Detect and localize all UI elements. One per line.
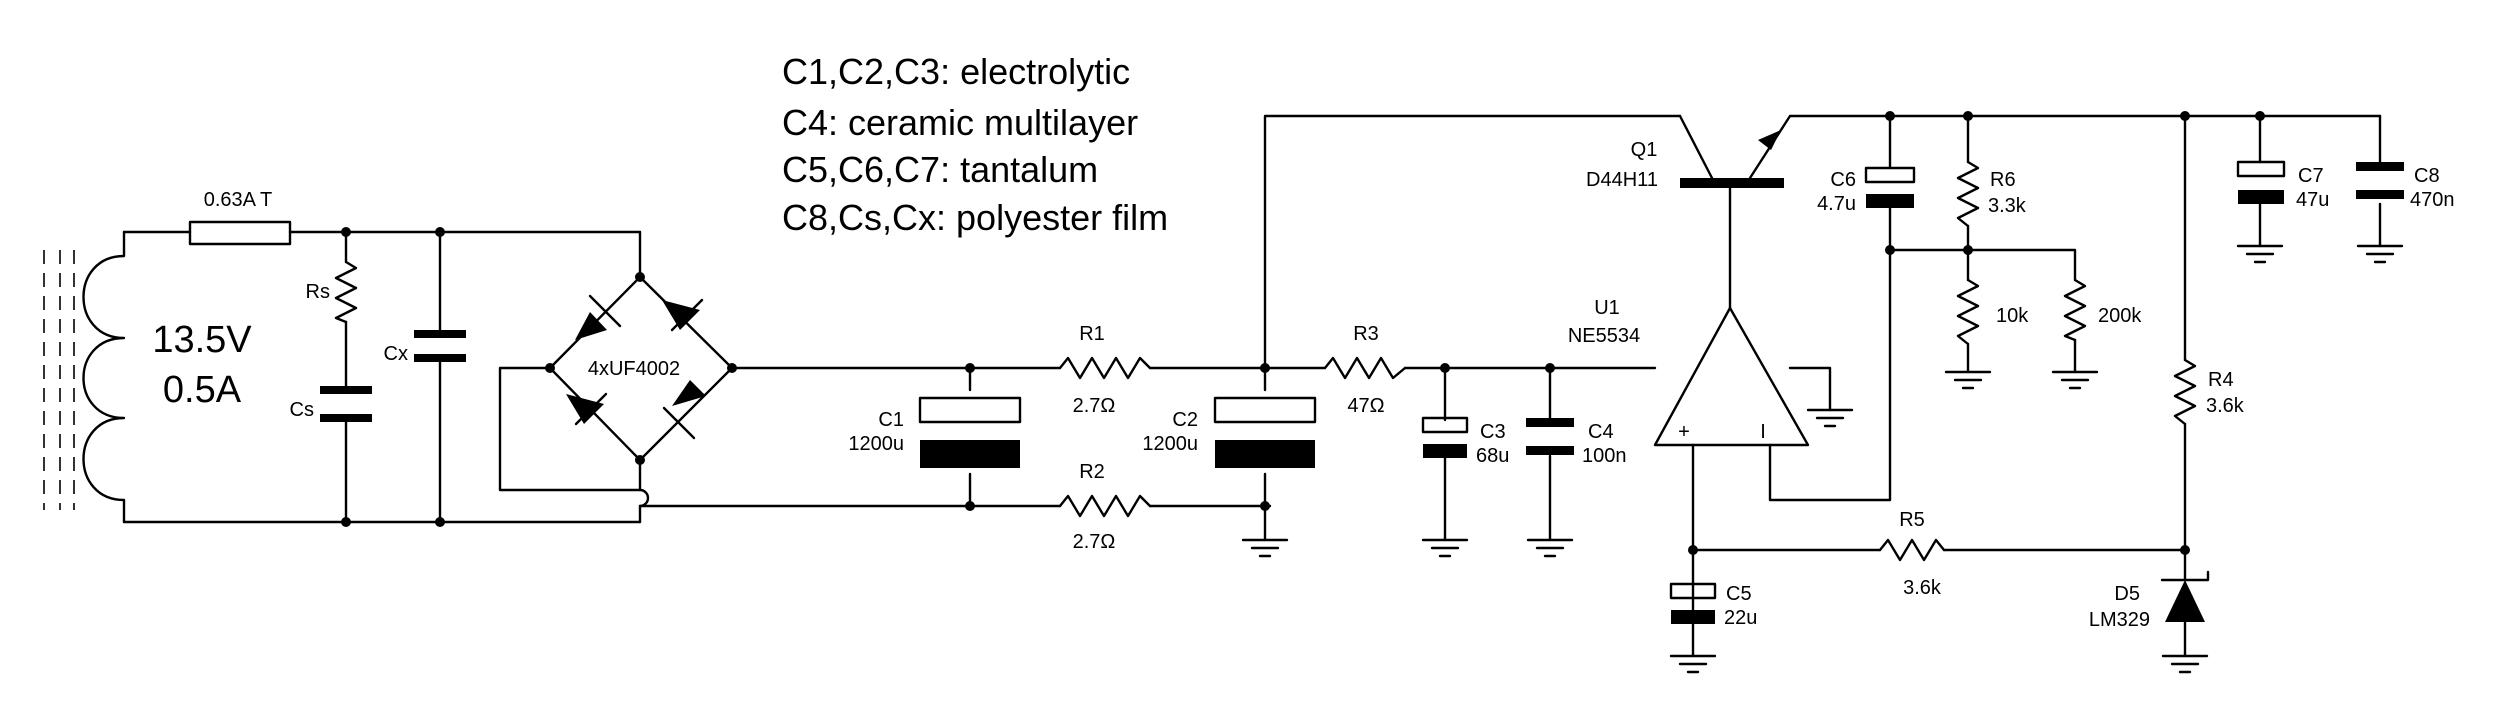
r-10k-value: 10k: [1996, 305, 2029, 327]
c4-value: 100n: [1582, 445, 1627, 467]
rs-label: Rs: [306, 281, 330, 303]
u1-plus-label: +: [1678, 421, 1690, 443]
ground-c7: [2236, 244, 2284, 264]
ground-symbols: [1241, 244, 2404, 674]
ground-d5: [2161, 654, 2209, 674]
q1-name: Q1: [1631, 139, 1658, 161]
r1-name: R1: [1079, 323, 1105, 345]
ground-opamp: [1806, 408, 1854, 428]
capacitor-cx: Cx: [384, 330, 466, 365]
r5-name: R5: [1899, 509, 1925, 531]
fuse-label: 0.63A T: [204, 189, 273, 211]
c4-name: C4: [1588, 421, 1614, 443]
r6-value: 3.3k: [1988, 195, 2027, 217]
c6-value: 4.7u: [1817, 193, 1856, 215]
note-line-1: C1,C2,C3: electrolytic: [782, 51, 1130, 92]
ground-c8: [2356, 244, 2404, 264]
r2-value: 2.7Ω: [1073, 531, 1116, 553]
transistor-q1: Q1 D44H11: [1586, 114, 1892, 310]
resistor-r4: R4 3.6k: [2173, 358, 2245, 426]
ground-c3: [1421, 538, 1469, 558]
capacitor-c4: C4 100n: [1526, 418, 1627, 467]
note-line-3: C5,C6,C7: tantalum: [782, 149, 1098, 190]
opamp-u1: + I U1 NE5534: [1568, 248, 1892, 612]
c6-name: C6: [1830, 169, 1856, 191]
bridge-diode-d4: [662, 380, 706, 440]
c5-name: C5: [1726, 583, 1752, 605]
capacitor-c5: C5 22u: [1669, 582, 1757, 658]
bridge-diode-d3: [566, 392, 608, 426]
bridge-rectifier: 4xUF4002: [498, 230, 972, 524]
capacitor-c6: C6 4.7u: [1817, 166, 1916, 215]
r3-name: R3: [1353, 323, 1379, 345]
capacitor-c7: C7 47u: [2236, 160, 2329, 211]
c7-value: 47u: [2296, 189, 2329, 211]
c1-value: 1200u: [848, 433, 904, 455]
transformer: 13.5V 0.5A: [43, 230, 252, 524]
c1-name: C1: [878, 409, 904, 431]
ground-c5: [1669, 654, 1717, 674]
capacitor-c2: C2 1200u: [1142, 396, 1317, 468]
transformer-secondary-coil: [82, 230, 126, 524]
r6-name: R6: [1990, 169, 2016, 191]
r4-name: R4: [2208, 369, 2234, 391]
resistor-200k: 200k: [2063, 278, 2142, 342]
cx-label: Cx: [384, 343, 408, 365]
q1-value: D44H11: [1586, 169, 1658, 191]
resistor-r6: R6 3.3k: [1956, 160, 2027, 228]
resistor-10k: 10k: [1956, 278, 2029, 346]
c3-name: C3: [1480, 421, 1506, 443]
bridge-diode-d2: [662, 298, 704, 332]
u1-value: NE5534: [1568, 325, 1640, 347]
capacitor-cs: Cs: [290, 386, 372, 422]
resistor-r2: R2 2.7Ω: [1058, 461, 1152, 553]
u1-name: U1: [1594, 297, 1620, 319]
resistor-rs: Rs: [306, 260, 358, 324]
c2-name: C2: [1172, 409, 1198, 431]
c2-value: 1200u: [1142, 433, 1198, 455]
r4-value: 3.6k: [2206, 395, 2245, 417]
r2-name: R2: [1079, 461, 1105, 483]
junction-dots: [341, 111, 2265, 555]
resistor-r5: R5 3.6k: [1878, 509, 1946, 599]
u1-minus-label: I: [1760, 421, 1766, 443]
fuse: 0.63A T: [188, 189, 292, 246]
c7-name: C7: [2298, 165, 2324, 187]
capacitor-c1: C1 1200u: [848, 396, 1022, 468]
bridge-label: 4xUF4002: [588, 358, 680, 380]
d5-value: LM329: [2089, 609, 2150, 631]
d5-name: D5: [2114, 583, 2140, 605]
c8-value: 470n: [2410, 189, 2455, 211]
ground-200k: [2051, 370, 2099, 390]
capacitor-c3: C3 68u: [1421, 416, 1509, 467]
capacitor-c8: C8 470n: [2356, 162, 2455, 211]
transformer-core: [43, 250, 75, 510]
cs-label: Cs: [290, 399, 314, 421]
note-line-4: C8,Cs,Cx: polyester film: [782, 197, 1168, 238]
notes-block: C1,C2,C3: electrolytic C4: ceramic multi…: [782, 51, 1168, 238]
r5-value: 3.6k: [1903, 577, 1942, 599]
c8-name: C8: [2414, 165, 2440, 187]
resistor-r1: R1 2.7Ω: [1058, 323, 1152, 417]
c5-value: 22u: [1724, 607, 1757, 629]
ground-c4: [1526, 538, 1574, 558]
note-line-2: C4: ceramic multilayer: [782, 102, 1138, 143]
zener-d5: D5 LM329: [2089, 570, 2210, 631]
c3-value: 68u: [1476, 445, 1509, 467]
r1-value: 2.7Ω: [1073, 395, 1116, 417]
ground-c2: [1241, 538, 1289, 558]
resistor-r3: R3 47Ω: [1323, 323, 1407, 417]
bridge-diode-d1: [575, 294, 622, 340]
transformer-voltage: 13.5V: [152, 319, 252, 361]
r3-value: 47Ω: [1347, 395, 1384, 417]
transformer-current: 0.5A: [163, 369, 242, 411]
ground-10k: [1944, 370, 1992, 390]
r-200k-value: 200k: [2098, 305, 2142, 327]
